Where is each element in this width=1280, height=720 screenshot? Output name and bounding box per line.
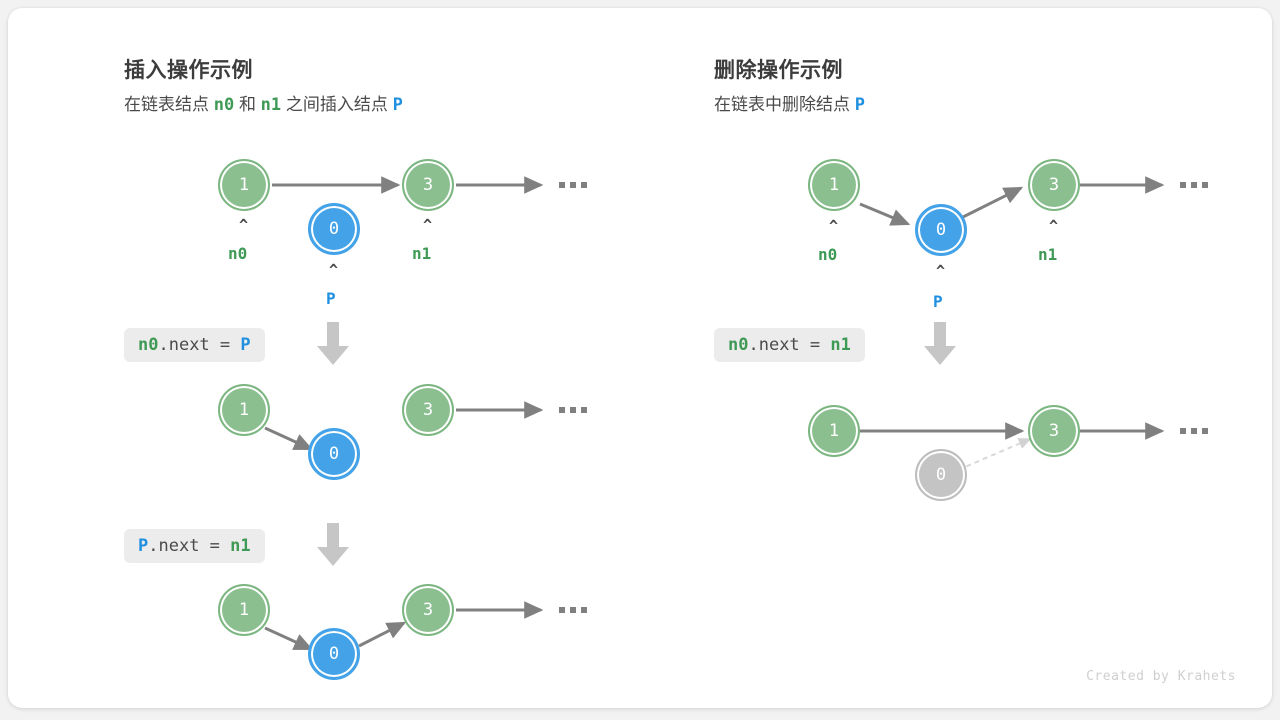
code-token-n0: n0 <box>728 335 749 355</box>
down-arrow-icon-step1 <box>924 322 956 365</box>
caret-icon-n1: ^ <box>1049 217 1059 235</box>
code-chip-step2: P.next = n1 <box>124 529 265 564</box>
panel-delete-subtitle: 在链表中删除结点 P <box>714 90 865 115</box>
label-p: P <box>933 292 943 311</box>
label-n0: n0 <box>228 244 248 263</box>
label-n0: n0 <box>818 245 838 264</box>
subtitle-part: 在链表结点 <box>124 95 214 114</box>
label-n1: n1 <box>1038 245 1058 264</box>
ellipsis-dots-row3 <box>559 607 587 613</box>
caret-icon-n0: ^ <box>829 217 839 235</box>
panel-delete-title: 删除操作示例 <box>714 59 843 82</box>
subtitle-part-p: P <box>854 95 865 115</box>
node-n1-step2[interactable]: 3 <box>402 584 454 636</box>
code-token-p: P <box>240 335 251 355</box>
ellipsis-dots-row1 <box>1180 182 1208 188</box>
label-n1: n1 <box>412 244 432 263</box>
node-p-deleted[interactable]: 0 <box>915 449 967 501</box>
code-chip-step1: n0.next = P <box>124 328 265 363</box>
node-n1[interactable]: 3 <box>1028 159 1080 211</box>
node-p-step2[interactable]: 0 <box>308 628 360 680</box>
node-n0-after[interactable]: 1 <box>808 405 860 457</box>
node-p-step1[interactable]: 0 <box>308 428 360 480</box>
caret-icon-n1: ^ <box>423 216 433 234</box>
node-n0-step1[interactable]: 1 <box>218 384 270 436</box>
caret-icon-p: ^ <box>329 261 339 279</box>
code-chip-step1: n0.next = n1 <box>714 328 865 363</box>
panel-insert: 插入操作示例 在链表结点 n0 和 n1 之间插入结点 P 1 0 3 <box>8 8 640 708</box>
subtitle-part-n0: n0 <box>213 95 235 115</box>
panel-delete: 删除操作示例 在链表中删除结点 P 1 0 3 <box>640 8 1272 708</box>
label-p: P <box>326 289 336 308</box>
diagram-card: 插入操作示例 在链表结点 n0 和 n1 之间插入结点 P 1 0 3 <box>8 8 1272 708</box>
node-p[interactable]: 0 <box>308 203 360 255</box>
code-token-n1: n1 <box>230 536 251 556</box>
subtitle-part: 和 <box>234 95 261 114</box>
subtitle-part: 之间插入结点 <box>281 95 393 114</box>
node-p[interactable]: 0 <box>915 204 967 256</box>
node-n1-step1[interactable]: 3 <box>402 384 454 436</box>
panel-insert-title: 插入操作示例 <box>124 59 253 82</box>
subtitle-part-n1: n1 <box>260 95 282 115</box>
down-arrow-icon-step2 <box>317 523 349 566</box>
caret-icon-n0: ^ <box>239 216 249 234</box>
credit-text: Created by Krahets <box>1086 669 1236 684</box>
node-n0[interactable]: 1 <box>218 159 270 211</box>
code-token-p: P <box>138 536 149 556</box>
code-token-next: .next = <box>158 335 241 355</box>
delete-connectors <box>859 176 1165 471</box>
subtitle-part: 在链表中删除结点 <box>714 95 855 114</box>
down-arrow-icon-step1 <box>317 322 349 365</box>
node-n0[interactable]: 1 <box>808 159 860 211</box>
node-n1-after[interactable]: 3 <box>1028 405 1080 457</box>
code-token-n0: n0 <box>138 335 159 355</box>
panel-insert-subtitle: 在链表结点 n0 和 n1 之间插入结点 P <box>124 90 403 115</box>
subtitle-part-p: P <box>392 95 403 115</box>
code-token-next: .next = <box>748 335 831 355</box>
ellipsis-dots-row2 <box>1180 428 1208 434</box>
code-token-next: .next = <box>148 536 231 556</box>
caret-icon-p: ^ <box>936 262 946 280</box>
ellipsis-dots-row1 <box>559 182 587 188</box>
ellipsis-dots-row2 <box>559 407 587 413</box>
node-n1[interactable]: 3 <box>402 159 454 211</box>
node-n0-step2[interactable]: 1 <box>218 584 270 636</box>
insert-connectors <box>264 176 544 651</box>
code-token-n1: n1 <box>830 335 851 355</box>
